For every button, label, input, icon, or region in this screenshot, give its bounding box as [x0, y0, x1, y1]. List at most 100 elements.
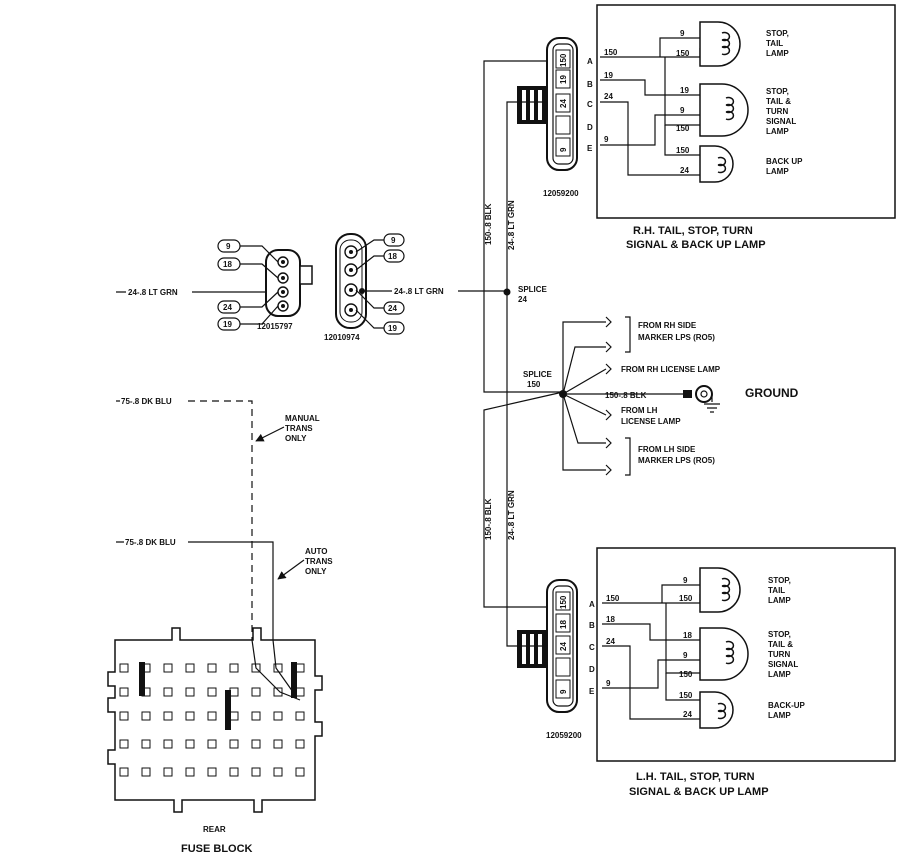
mid-bubble-24: 24	[388, 304, 397, 313]
rh-connector: 150 19 24 9	[517, 37, 578, 171]
rh-box-frame	[596, 4, 896, 219]
rh-pin-e: E	[587, 144, 593, 153]
fuse-socket	[295, 711, 305, 721]
fuse-socket	[163, 711, 173, 721]
lh-cell-24: 24	[559, 642, 568, 651]
lh-lamp3-l2: LAMP	[768, 711, 791, 720]
fuse-socket	[251, 687, 261, 697]
ground-icon	[683, 385, 720, 413]
fuse-socket	[251, 767, 261, 777]
splice-24: SPLICE 24	[503, 285, 548, 304]
rh-lamp2-l2: TAIL &	[766, 97, 791, 106]
rh-lw-19: 19	[680, 86, 689, 95]
fuse-socket	[207, 711, 217, 721]
lh-license-l1: FROM LH	[621, 406, 658, 415]
fuse-2	[225, 690, 231, 730]
rh-cell-9: 9	[559, 147, 568, 152]
rh-title-line2: SIGNAL & BACK UP LAMP	[626, 239, 766, 251]
lh-lamp3-l1: BACK-UP	[768, 701, 806, 710]
lh-cell-9: 9	[559, 689, 568, 694]
lh-pin-e: E	[589, 687, 595, 696]
fuse-socket	[163, 767, 173, 777]
lh-stop-tail-lamp	[699, 567, 741, 613]
fuse-socket	[185, 739, 195, 749]
lh-wire-150: 150	[606, 594, 620, 603]
mid-bubble-9: 9	[391, 236, 396, 245]
rh-lamp2-l5: LAMP	[766, 127, 789, 136]
fuse-socket	[163, 687, 173, 697]
left-bubble-24: 24	[223, 303, 232, 312]
lh-lamp1-l2: TAIL	[768, 586, 785, 595]
mid-bubble-18: 18	[388, 252, 397, 261]
fuse-block-title: FUSE BLOCK	[181, 843, 253, 855]
fuse-3	[291, 662, 297, 698]
lh-pin-b: B	[589, 621, 595, 630]
rh-turn-lamp	[699, 83, 749, 137]
rh-lamp1-l3: LAMP	[766, 49, 789, 58]
lh-lamp2-l3: TURN	[768, 650, 790, 659]
lower-blk-label: 150-.8 BLK	[484, 498, 493, 540]
lh-side-marker-l1: FROM LH SIDE	[638, 445, 696, 454]
splice-150: SPLICE 150 FROM RH SIDE MARKER LPS (RO5)…	[523, 316, 799, 476]
fuse-socket	[273, 767, 283, 777]
lh-cell-18: 18	[559, 620, 568, 629]
auto-trans-wire: 75-.8 DK BLU AUTO TRANS ONLY	[116, 537, 333, 640]
lh-lw-24: 24	[683, 710, 692, 719]
fuse-socket	[251, 739, 261, 749]
rh-cell-24: 24	[559, 99, 568, 108]
fuse-socket	[207, 767, 217, 777]
fuse-socket	[141, 767, 151, 777]
fuse-socket	[229, 739, 239, 749]
lh-lw-150c: 150	[679, 691, 693, 700]
fuse-socket	[207, 663, 217, 673]
fuse-socket	[163, 663, 173, 673]
rh-wire-9: 9	[604, 135, 609, 144]
lh-license-l2: LICENSE LAMP	[621, 417, 681, 426]
rh-pin-a: A	[587, 57, 593, 66]
lh-wire-18: 18	[606, 615, 615, 624]
ground-label: GROUND	[745, 386, 799, 400]
rh-pin-b: B	[587, 80, 593, 89]
lh-wire-9: 9	[606, 679, 611, 688]
lh-title-line2: SIGNAL & BACK UP LAMP	[629, 786, 769, 798]
fuse-socket	[295, 739, 305, 749]
lh-title-line1: L.H. TAIL, STOP, TURN	[636, 771, 755, 783]
splice150-l1: SPLICE	[523, 370, 553, 379]
ground-wire-label: 150-.8 BLK	[605, 391, 647, 400]
fuse-block: REAR FUSE BLOCK	[107, 627, 323, 855]
rh-lw-150b: 150	[676, 124, 690, 133]
fuse-socket	[185, 663, 195, 673]
main-harness: 150-.8 BLK 24-.8 LT GRN 150-.8 BLK 24-.8…	[483, 60, 564, 647]
lh-lamp2-l1: STOP,	[768, 630, 791, 639]
rh-wire-24: 24	[604, 92, 613, 101]
auto-wire-label: 75-.8 DK BLU	[125, 538, 176, 547]
lh-pin-a: A	[589, 600, 595, 609]
left-connector-part: 12015797	[257, 322, 293, 331]
rh-stop-tail-lamp	[699, 21, 741, 67]
fuse-socket	[229, 687, 239, 697]
rh-lamp1-l2: TAIL	[766, 39, 783, 48]
fuse-socket	[295, 663, 305, 673]
upper-blk-label: 150-.8 BLK	[484, 203, 493, 245]
fuse-socket	[141, 739, 151, 749]
rh-cell-19: 19	[559, 75, 568, 84]
manual-note-l1: MANUAL	[285, 414, 320, 423]
lh-lw-150b: 150	[679, 670, 693, 679]
rh-lamp-box: 150 19 24 9 12059200 A B C D E 150 19 24…	[517, 4, 896, 251]
auto-note-l2: TRANS	[305, 557, 333, 566]
rh-pin-d: D	[587, 123, 593, 132]
manual-note-l2: TRANS	[285, 424, 313, 433]
auto-note-l1: AUTO	[305, 547, 328, 556]
rh-connector-part: 12059200	[543, 189, 579, 198]
fuse-socket	[119, 687, 129, 697]
auto-note-l3: ONLY	[305, 567, 327, 576]
lower-grn-label: 24-.8 LT GRN	[507, 490, 516, 540]
mid-connector-part: 12010974	[324, 333, 360, 342]
lh-lamp2-l2: TAIL &	[768, 640, 793, 649]
lh-lamp-box: 150 18 24 9 12059200 A B C D E 150 18 24…	[517, 547, 896, 798]
fuse-socket	[295, 767, 305, 777]
fuse-socket	[185, 711, 195, 721]
fuse-socket	[119, 767, 129, 777]
lh-lw-150a: 150	[679, 594, 693, 603]
rh-wire-150: 150	[604, 48, 618, 57]
